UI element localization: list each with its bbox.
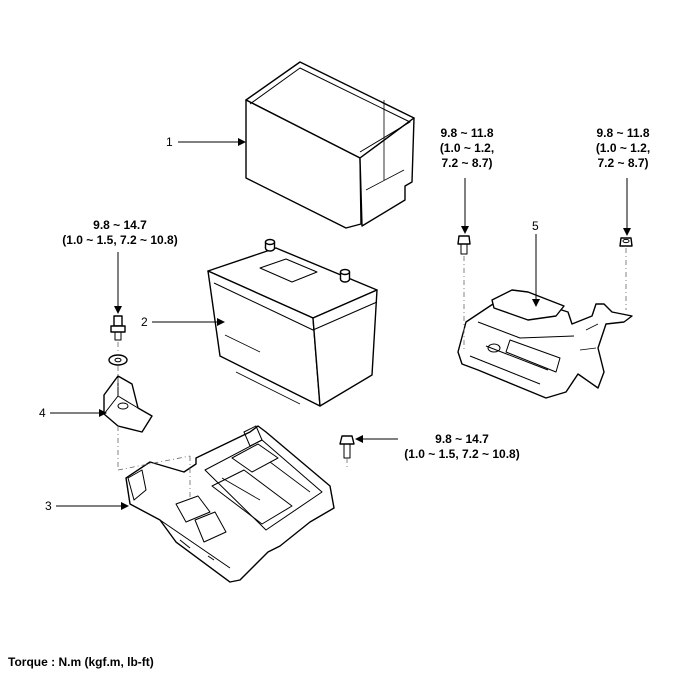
- bracket-nut: [619, 237, 633, 247]
- torque-bracket-bolt: 9.8 ~ 11.8 (1.0 ~ 1.2, 7.2 ~ 8.7): [430, 126, 504, 171]
- clamp-bolt: [108, 315, 128, 366]
- torque-line: 9.8 ~ 11.8: [440, 126, 494, 140]
- battery-clamp: [103, 375, 153, 433]
- callout-2: 2: [141, 315, 148, 329]
- torque-clamp-bolt: 9.8 ~ 14.7 (1.0 ~ 1.5, 7.2 ~ 10.8): [50, 218, 190, 248]
- torque-line: 9.8 ~ 14.7: [435, 432, 489, 446]
- callout-3: 3: [45, 499, 52, 513]
- torque-line: 9.8 ~ 11.8: [596, 126, 650, 140]
- torque-line: (1.0 ~ 1.5, 7.2 ~ 10.8): [404, 447, 520, 461]
- battery: [207, 238, 378, 407]
- battery-tray: [125, 425, 335, 583]
- callout-5: 5: [532, 219, 539, 233]
- leader-lines: [50, 138, 631, 510]
- torque-bracket-nut: 9.8 ~ 11.8 (1.0 ~ 1.2, 7.2 ~ 8.7): [586, 126, 660, 171]
- torque-line: 7.2 ~ 8.7): [597, 156, 649, 170]
- tray-bolt: [339, 435, 355, 459]
- torque-tray-bolt: 9.8 ~ 14.7 (1.0 ~ 1.5, 7.2 ~ 10.8): [392, 432, 532, 462]
- battery-mounting-bracket: [457, 289, 633, 399]
- alignment-lines: [117, 248, 627, 500]
- torque-line: 7.2 ~ 8.7): [441, 156, 493, 170]
- torque-line: (1.0 ~ 1.2,: [595, 141, 651, 155]
- torque-line: 9.8 ~ 14.7: [93, 218, 147, 232]
- callout-4: 4: [39, 406, 46, 420]
- battery-insulation-pad: [245, 61, 415, 229]
- callout-1: 1: [166, 135, 173, 149]
- torque-units-note: Torque : N.m (kgf.m, lb-ft): [8, 655, 154, 669]
- torque-line: (1.0 ~ 1.5, 7.2 ~ 10.8): [62, 233, 178, 247]
- bracket-bolt: [457, 235, 471, 255]
- torque-line: (1.0 ~ 1.2,: [439, 141, 495, 155]
